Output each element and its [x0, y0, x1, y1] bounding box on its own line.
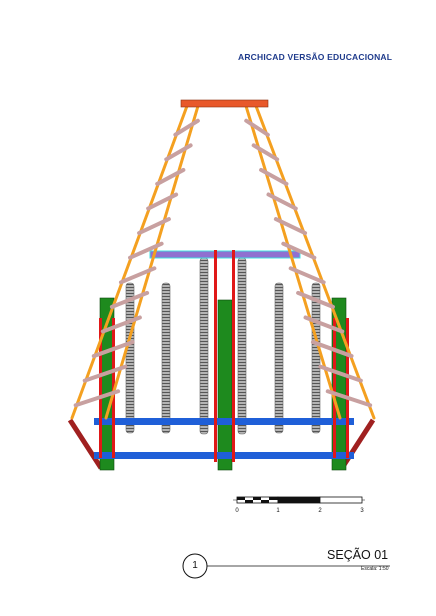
batten	[173, 118, 200, 137]
batten	[73, 389, 121, 408]
collar-beam	[149, 250, 301, 259]
batten	[118, 266, 157, 285]
ridge-beam	[180, 99, 269, 108]
green-posts	[99, 297, 347, 471]
batten	[325, 389, 373, 408]
batten	[137, 217, 171, 236]
watermark-text: ARCHICAD VERSÃO EDUCACIONAL	[238, 52, 393, 62]
scale-label-0: 0	[235, 508, 239, 514]
section-reference-number: 1	[192, 560, 198, 571]
section-scale: Escala: 1:50	[361, 566, 389, 572]
batten	[281, 241, 317, 260]
batten	[244, 118, 270, 137]
batten	[164, 143, 193, 162]
right-brace	[339, 418, 376, 470]
blue-beams	[94, 418, 354, 459]
section-title: SEÇÃO 01	[327, 548, 389, 562]
scale-label-1: 1	[276, 508, 280, 514]
scale-label-3: 3	[360, 508, 364, 514]
batten	[91, 340, 135, 359]
grey-columns	[125, 257, 321, 435]
batten	[100, 315, 142, 334]
batten	[109, 290, 150, 309]
scale-label-2: 2	[318, 508, 322, 514]
batten	[288, 266, 326, 285]
batten	[303, 315, 345, 334]
batten	[318, 364, 363, 383]
batten	[146, 192, 179, 211]
scale-bar	[233, 496, 365, 504]
batten	[128, 241, 164, 260]
batten	[251, 143, 280, 162]
section-marker	[182, 553, 390, 579]
batten	[266, 192, 298, 211]
batten	[82, 364, 128, 383]
batten	[259, 167, 289, 186]
battens	[73, 118, 373, 408]
batten	[273, 217, 308, 236]
left-brace	[67, 418, 104, 470]
batten	[310, 340, 354, 359]
batten	[155, 167, 186, 186]
batten	[296, 290, 335, 309]
